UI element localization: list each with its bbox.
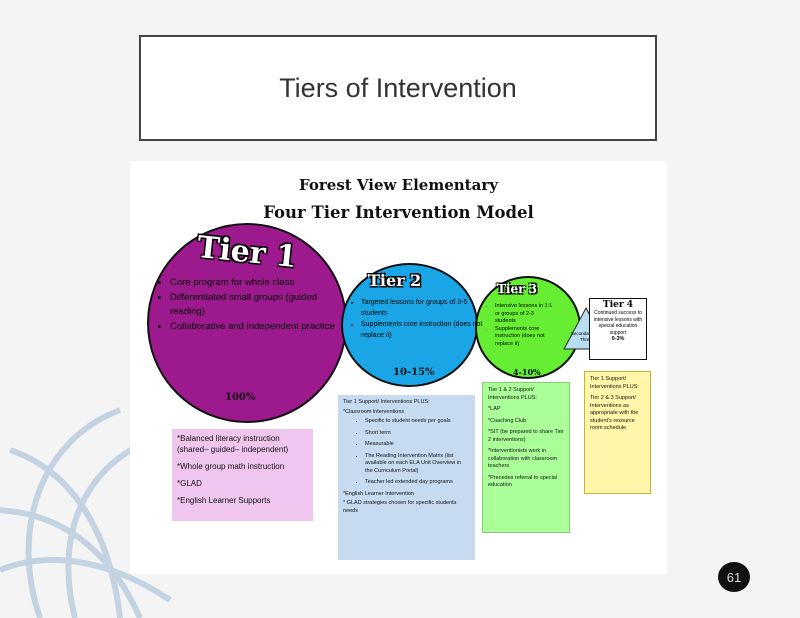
tier2-intervention-list: Specific to student needs per goals Shor… — [343, 418, 470, 487]
box-subheading: *Classroom interventions — [343, 408, 405, 415]
list-item: Tier 1 Support/ Interventions PLUS: — [590, 376, 639, 390]
list-item: Teacher led extended day programs — [365, 479, 470, 487]
slide-title: Tiers of Intervention — [279, 72, 517, 103]
tier1-percent: 100% — [225, 392, 256, 403]
model-heading: Four Tier Intervention Model — [263, 203, 534, 222]
tier4-box: Tier 4 Continued success to intensive le… — [589, 298, 647, 360]
list-item: Targeted lessons for groups of 3-5 stude… — [361, 297, 486, 319]
list-item: *Interventionists work in collaboration … — [488, 448, 558, 469]
list-item: Supplements core instruction (does not r… — [495, 326, 555, 349]
tier3-bullets: Intensive lessons in 1:1 or groups of 2-… — [485, 303, 555, 348]
list-item: *Balanced literacy instruction (shared– … — [177, 434, 289, 454]
list-item: *LAP — [488, 406, 501, 412]
school-name: Forest View Elementary — [299, 176, 498, 194]
slide-title-box: Tiers of Intervention — [139, 35, 657, 141]
list-item: Tier 1 & 2 Support/ Interventions PLUS: — [488, 387, 537, 401]
tier3-circle — [475, 276, 581, 379]
list-item: Specific to student needs per goals — [365, 418, 470, 426]
list-item: Short term — [365, 430, 470, 438]
list-item: Intensive lessons in 1:1 or groups of 2-… — [495, 303, 555, 326]
tier4-supports-box: Tier 1 Support/ Interventions PLUS: Tier… — [584, 371, 651, 494]
tier2-percent: 10-15% — [393, 367, 435, 378]
list-item: *GLAD — [177, 479, 202, 488]
tier3-supports-box: Tier 1 & 2 Support/ Interventions PLUS: … — [482, 382, 570, 533]
list-item: *English Learner Intervention — [343, 490, 414, 497]
tier1-circle — [147, 223, 347, 423]
list-item: *Coaching Club — [488, 417, 527, 424]
list-item: *Precedes referral to special education — [488, 474, 558, 489]
list-item: The Reading Intervention Matrix (list av… — [365, 453, 470, 476]
tier3-percent: 4-10% — [513, 367, 541, 377]
list-item: * GLAD strategies chosen for specific st… — [343, 500, 457, 514]
list-item: Measurable — [365, 441, 470, 449]
tier4-percent: 0-3% — [611, 336, 625, 342]
list-item: Differentiated small groups (guided read… — [170, 291, 340, 320]
list-item: Tier 2 & 3 Support/ Interventions as app… — [590, 395, 639, 431]
list-item: Collaborative and independent practice — [170, 320, 340, 335]
tier3-title: Tier 3 — [497, 282, 537, 296]
tier2-bullets: Targeted lessons for groups of 3-5 stude… — [351, 297, 486, 341]
list-item: Supplements core instruction (does not r… — [361, 319, 486, 341]
page-number-badge: 61 — [718, 562, 750, 592]
tier1-supports-box: *Balanced literacy instruction (shared– … — [172, 429, 313, 521]
intervention-model-image: Forest View Elementary Four Tier Interve… — [130, 161, 667, 574]
list-item: *SIT (be prepared to share Tier 2 interv… — [488, 429, 564, 443]
tier4-text: Continued success to intensive lessons w… — [593, 310, 643, 336]
tier4-title: Tier 4 — [603, 300, 633, 310]
list-item: *Whole group math instruction — [177, 462, 285, 471]
box-heading: Tier 1 Support/ Interventions PLUS: — [343, 399, 430, 405]
triangle-label: Secondary Tier Three — [570, 331, 602, 342]
tier2-supports-box: Tier 1 Support/ Interventions PLUS: *Cla… — [338, 395, 475, 560]
list-item: *English Learner Supports — [177, 496, 271, 505]
tier1-bullets: Core program for whole class Differentia… — [160, 276, 340, 334]
list-item: Core program for whole class — [170, 276, 340, 291]
tier2-title: Tier 2 — [368, 271, 422, 290]
globe-watermark-icon — [0, 407, 172, 618]
